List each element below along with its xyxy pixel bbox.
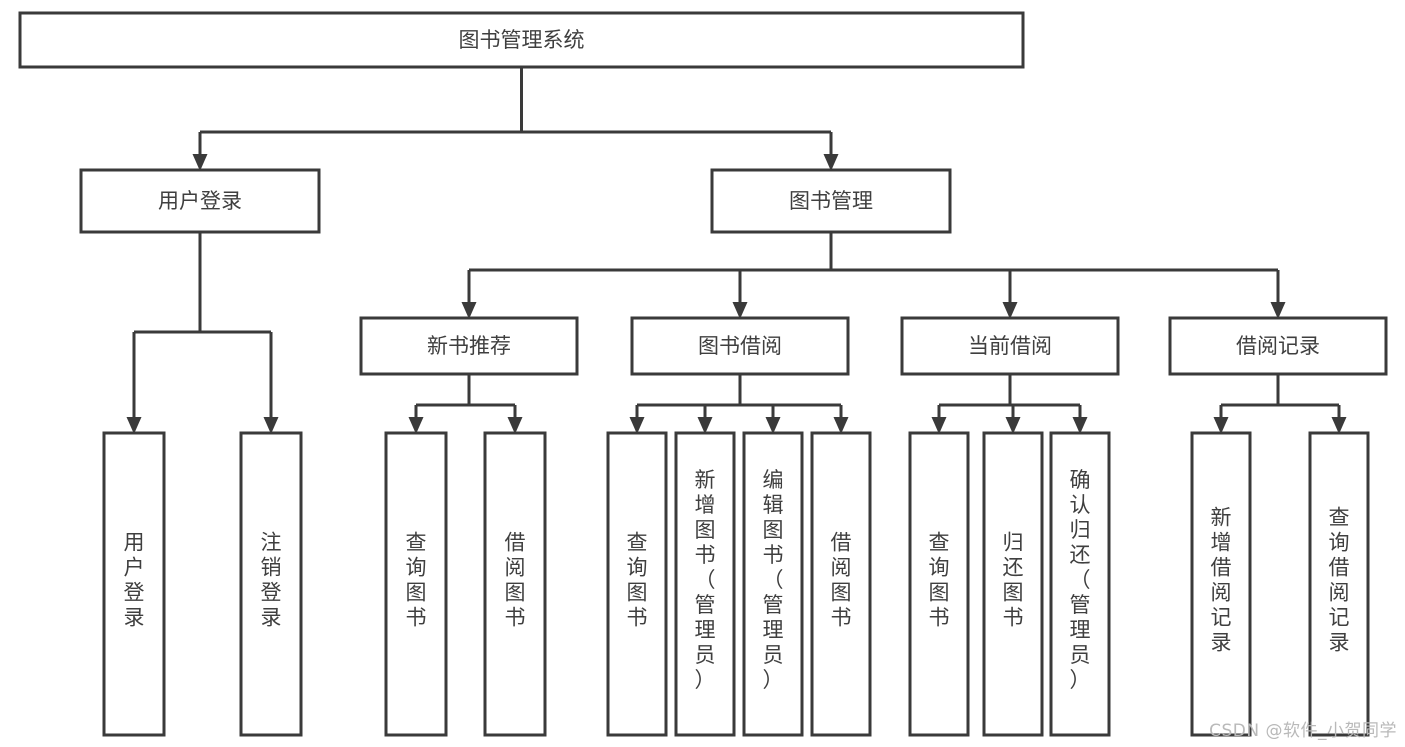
- node-label-current-borrow: 当前借阅: [968, 334, 1052, 358]
- arrow-head-icon: [408, 417, 424, 434]
- node-label-leaf-logout-login: 注销登录: [261, 531, 282, 630]
- arrow-head-icon: [732, 302, 748, 319]
- node-leaf-query-borrow-record[interactable]: 查询借阅记录: [1308, 431, 1370, 737]
- node-box-leaf-edit-book-admin: [742, 431, 804, 737]
- node-box-leaf-logout-login: [239, 431, 303, 737]
- arrow-head-icon: [629, 417, 645, 434]
- node-leaf-borrow-book-2[interactable]: 借阅图书: [810, 431, 872, 737]
- node-user-login[interactable]: 用户登录: [79, 168, 321, 234]
- node-box-leaf-add-book-admin: [674, 431, 736, 737]
- node-box-book-borrow: [630, 316, 850, 376]
- node-box-leaf-query-borrow-record: [1308, 431, 1370, 737]
- arrow-head-icon: [931, 417, 947, 434]
- arrow-head-icon: [823, 154, 839, 171]
- node-label-book-manage: 图书管理: [789, 189, 873, 213]
- node-layer: 图书管理系统用户登录图书管理新书推荐图书借阅当前借阅借阅记录用户登录注销登录查询…: [18, 11, 1388, 737]
- node-box-borrow-record: [1168, 316, 1388, 376]
- node-leaf-add-borrow-record[interactable]: 新增借阅记录: [1190, 431, 1252, 737]
- node-box-leaf-borrow-book-2: [810, 431, 872, 737]
- arrow-head-icon: [1072, 417, 1088, 434]
- node-box-book-manage: [710, 168, 952, 234]
- arrow-head-icon: [765, 417, 781, 434]
- arrow-head-icon: [1270, 302, 1286, 319]
- node-box-current-borrow: [900, 316, 1120, 376]
- node-label-leaf-confirm-return-admin: 确认归还（管理员）: [1070, 468, 1091, 692]
- node-leaf-user-login[interactable]: 用户登录: [102, 431, 166, 737]
- arrow-head-icon: [1213, 417, 1229, 434]
- node-box-leaf-query-book-1: [384, 431, 448, 737]
- arrow-head-icon: [833, 417, 849, 434]
- node-label-new-book-recommend: 新书推荐: [427, 334, 511, 358]
- node-book-borrow[interactable]: 图书借阅: [630, 316, 850, 376]
- node-book-manage[interactable]: 图书管理: [710, 168, 952, 234]
- node-borrow-record[interactable]: 借阅记录: [1168, 316, 1388, 376]
- arrow-head-icon: [126, 417, 142, 434]
- node-box-leaf-confirm-return-admin: [1049, 431, 1111, 737]
- node-label-leaf-return-book: 归还图书: [1003, 531, 1024, 630]
- node-box-root: [18, 11, 1025, 69]
- node-new-book-recommend[interactable]: 新书推荐: [359, 316, 579, 376]
- arrow-head-icon: [263, 417, 279, 434]
- node-label-leaf-user-login: 用户登录: [124, 531, 145, 630]
- node-box-leaf-query-book-2: [606, 431, 668, 737]
- arrow-head-icon: [192, 154, 208, 171]
- node-box-leaf-add-borrow-record: [1190, 431, 1252, 737]
- node-leaf-query-book-1[interactable]: 查询图书: [384, 431, 448, 737]
- node-leaf-confirm-return-admin[interactable]: 确认归还（管理员）: [1049, 431, 1111, 737]
- node-box-leaf-borrow-book-1: [483, 431, 547, 737]
- node-box-leaf-return-book: [982, 431, 1044, 737]
- node-box-leaf-query-book-3: [908, 431, 970, 737]
- node-label-leaf-query-book-2: 查询图书: [627, 531, 648, 630]
- arrow-head-icon: [1005, 417, 1021, 434]
- node-current-borrow[interactable]: 当前借阅: [900, 316, 1120, 376]
- node-label-leaf-borrow-book-1: 借阅图书: [505, 531, 526, 630]
- node-box-user-login: [79, 168, 321, 234]
- node-label-borrow-record: 借阅记录: [1236, 334, 1320, 358]
- node-box-leaf-user-login: [102, 431, 166, 737]
- node-root[interactable]: 图书管理系统: [18, 11, 1025, 69]
- arrow-head-icon: [461, 302, 477, 319]
- node-label-user-login: 用户登录: [158, 189, 242, 213]
- connector-layer: [126, 67, 1347, 434]
- csdn-watermark: CSDN @软件_小贺同学: [1209, 721, 1397, 741]
- arrow-head-icon: [1331, 417, 1347, 434]
- node-leaf-logout-login[interactable]: 注销登录: [239, 431, 303, 737]
- node-label-leaf-query-book-1: 查询图书: [406, 531, 427, 630]
- node-label-leaf-add-borrow-record: 新增借阅记录: [1211, 506, 1232, 655]
- arrow-head-icon: [507, 417, 523, 434]
- node-label-leaf-borrow-book-2: 借阅图书: [831, 531, 852, 630]
- node-leaf-add-book-admin[interactable]: 新增图书（管理员）: [674, 431, 736, 737]
- node-leaf-borrow-book-1[interactable]: 借阅图书: [483, 431, 547, 737]
- arrow-head-icon: [697, 417, 713, 434]
- node-leaf-query-book-2[interactable]: 查询图书: [606, 431, 668, 737]
- node-box-new-book-recommend: [359, 316, 579, 376]
- node-leaf-edit-book-admin[interactable]: 编辑图书（管理员）: [742, 431, 804, 737]
- node-leaf-query-book-3[interactable]: 查询图书: [908, 431, 970, 737]
- node-label-leaf-edit-book-admin: 编辑图书（管理员）: [763, 468, 784, 692]
- node-leaf-return-book[interactable]: 归还图书: [982, 431, 1044, 737]
- node-label-leaf-query-borrow-record: 查询借阅记录: [1329, 506, 1350, 655]
- node-label-leaf-add-book-admin: 新增图书（管理员）: [695, 468, 716, 692]
- arrow-head-icon: [1002, 302, 1018, 319]
- node-label-book-borrow: 图书借阅: [698, 334, 782, 358]
- node-label-root: 图书管理系统: [459, 28, 585, 52]
- node-label-leaf-query-book-3: 查询图书: [929, 531, 950, 630]
